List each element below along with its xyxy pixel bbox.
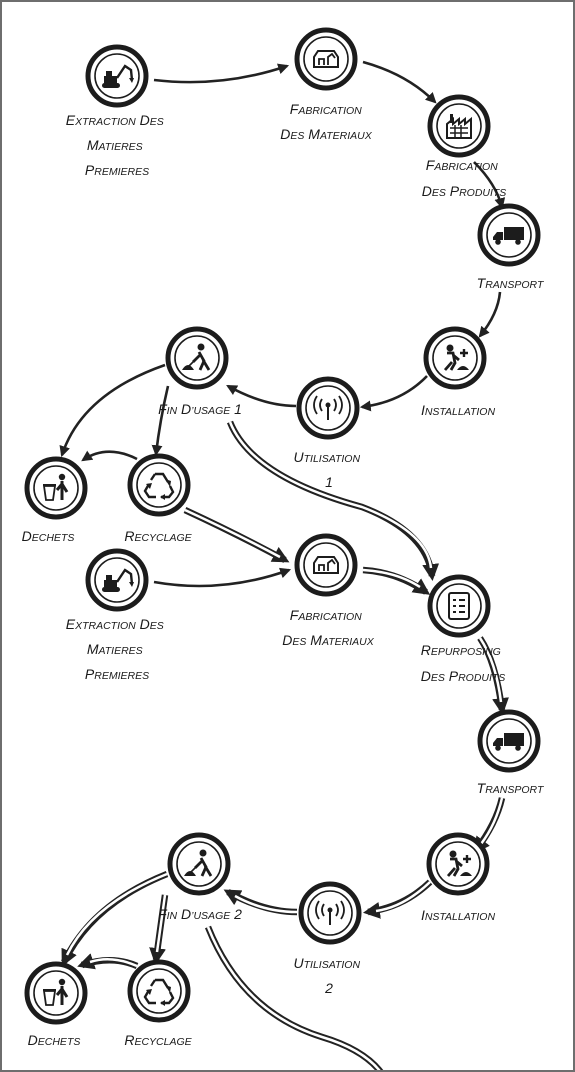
node-fin-usage-1: FIN D’USAGE 1 <box>158 326 242 417</box>
arrow-fabmat2-to-repurposing <box>362 566 431 595</box>
arrow-finusage1-to-recyclage1 <box>151 385 170 457</box>
arrow-finusage2-continuation <box>204 925 384 1070</box>
trash-icon <box>24 961 88 1025</box>
node-fab-materiaux-1: FABRICATION DES MATERIAUX <box>280 27 373 142</box>
antenna-icon <box>298 881 362 945</box>
label-utilisation-2: UTILISATION 2 <box>294 955 365 996</box>
document-list-icon <box>427 574 491 638</box>
label-installation-1: INSTALLATION <box>421 402 496 418</box>
arrow-fabprod-to-transport1 <box>473 161 506 210</box>
arrow-extraction1-to-fabmat1 <box>153 63 290 84</box>
node-fin-usage-2: FIN D’USAGE 2 <box>158 832 242 922</box>
worker-installing-icon <box>423 326 487 390</box>
arrow-installation1-to-utilisation1 <box>359 375 428 412</box>
node-transport-2: TRANSPORT <box>477 709 545 796</box>
trash-icon <box>24 456 88 520</box>
node-fab-materiaux-2: FABRICATION DES MATERIAUX <box>282 533 375 648</box>
label-transport-2: TRANSPORT <box>477 780 545 796</box>
arrow-extraction2-to-fabmat2 <box>153 567 292 588</box>
label-utilisation-1: UTILISATION 1 <box>294 449 365 490</box>
nodes: EXTRACTION DES MATIERES PREMIERES FABRIC… <box>22 27 545 1048</box>
flow-arrows <box>59 60 509 1070</box>
recycle-icon <box>127 959 191 1023</box>
truck-icon <box>477 203 541 267</box>
label-fin-usage-2: FIN D’USAGE 2 <box>158 906 242 922</box>
worker-shovel-icon <box>165 326 229 390</box>
material-box-icon <box>294 533 358 597</box>
label-installation-2: INSTALLATION <box>421 907 496 923</box>
label-recyclage-2: RECYCLAGE <box>124 1032 192 1048</box>
arrow-repurposing-to-transport2 <box>477 636 509 716</box>
label-recyclage-1: RECYCLAGE <box>124 528 192 544</box>
label-repurposing: REPURPOSING DES PRODUITS <box>421 642 506 684</box>
label-dechets-2: DECHETS <box>28 1032 81 1048</box>
arrow-fabmat1-to-fabprod <box>362 60 437 104</box>
arrow-utilisation2-to-finusage2 <box>223 889 298 916</box>
material-box-icon <box>294 27 358 91</box>
arrow-installation2-to-utilisation2 <box>362 879 433 919</box>
arrow-recyclage1-to-fabmat2 <box>183 507 290 563</box>
worker-shovel-icon <box>167 832 231 896</box>
arrow-recyclage1-to-dechets1 <box>81 450 138 462</box>
node-repurposing: REPURPOSING DES PRODUITS <box>421 574 506 684</box>
recycle-icon <box>127 453 191 517</box>
label-fab-produits: FABRICATION DES PRODUITS <box>422 157 507 199</box>
excavator-icon <box>85 44 149 108</box>
arrow-utilisation1-to-repurposing <box>226 420 440 582</box>
node-fab-produits: FABRICATION DES PRODUITS <box>422 94 507 199</box>
node-extraction-2: EXTRACTION DES MATIERES PREMIERES <box>66 548 168 682</box>
excavator-icon <box>85 548 149 612</box>
node-utilisation-2: UTILISATION 2 <box>294 881 365 996</box>
node-transport-1: TRANSPORT <box>477 203 545 291</box>
arrow-finusage2-to-dechets2 <box>61 870 169 967</box>
node-recyclage-2: RECYCLAGE <box>124 959 193 1048</box>
node-installation-2: INSTALLATION <box>421 832 496 923</box>
antenna-icon <box>296 376 360 440</box>
node-installation-1: INSTALLATION <box>421 326 496 418</box>
factory-icon <box>427 94 491 158</box>
label-extraction-1: EXTRACTION DES MATIERES PREMIERES <box>66 112 168 178</box>
truck-icon <box>477 709 541 773</box>
arrow-finusage1-to-dechets1 <box>59 363 166 458</box>
label-fab-materiaux-1: FABRICATION DES MATERIAUX <box>280 101 372 142</box>
label-extraction-2: EXTRACTION DES MATIERES PREMIERES <box>66 616 168 682</box>
arrow-finusage2-to-recyclage2 <box>149 894 169 966</box>
node-dechets-1: DECHETS <box>22 456 88 544</box>
node-utilisation-1: UTILISATION 1 <box>294 376 365 490</box>
worker-installing-icon <box>426 832 490 896</box>
node-extraction-1: EXTRACTION DES MATIERES PREMIERES <box>66 44 168 178</box>
node-dechets-2: DECHETS <box>24 961 88 1048</box>
arrow-transport1-to-installation1 <box>478 291 502 338</box>
label-fin-usage-1: FIN D’USAGE 1 <box>158 401 242 417</box>
arrow-utilisation1-to-finusage1 <box>226 384 297 408</box>
node-recyclage-1: RECYCLAGE <box>124 453 193 544</box>
arrow-recyclage2-to-dechets2 <box>77 953 139 970</box>
label-dechets-1: DECHETS <box>22 528 75 544</box>
label-fab-materiaux-2: FABRICATION DES MATERIAUX <box>282 607 374 648</box>
label-transport-1: TRANSPORT <box>477 275 545 291</box>
